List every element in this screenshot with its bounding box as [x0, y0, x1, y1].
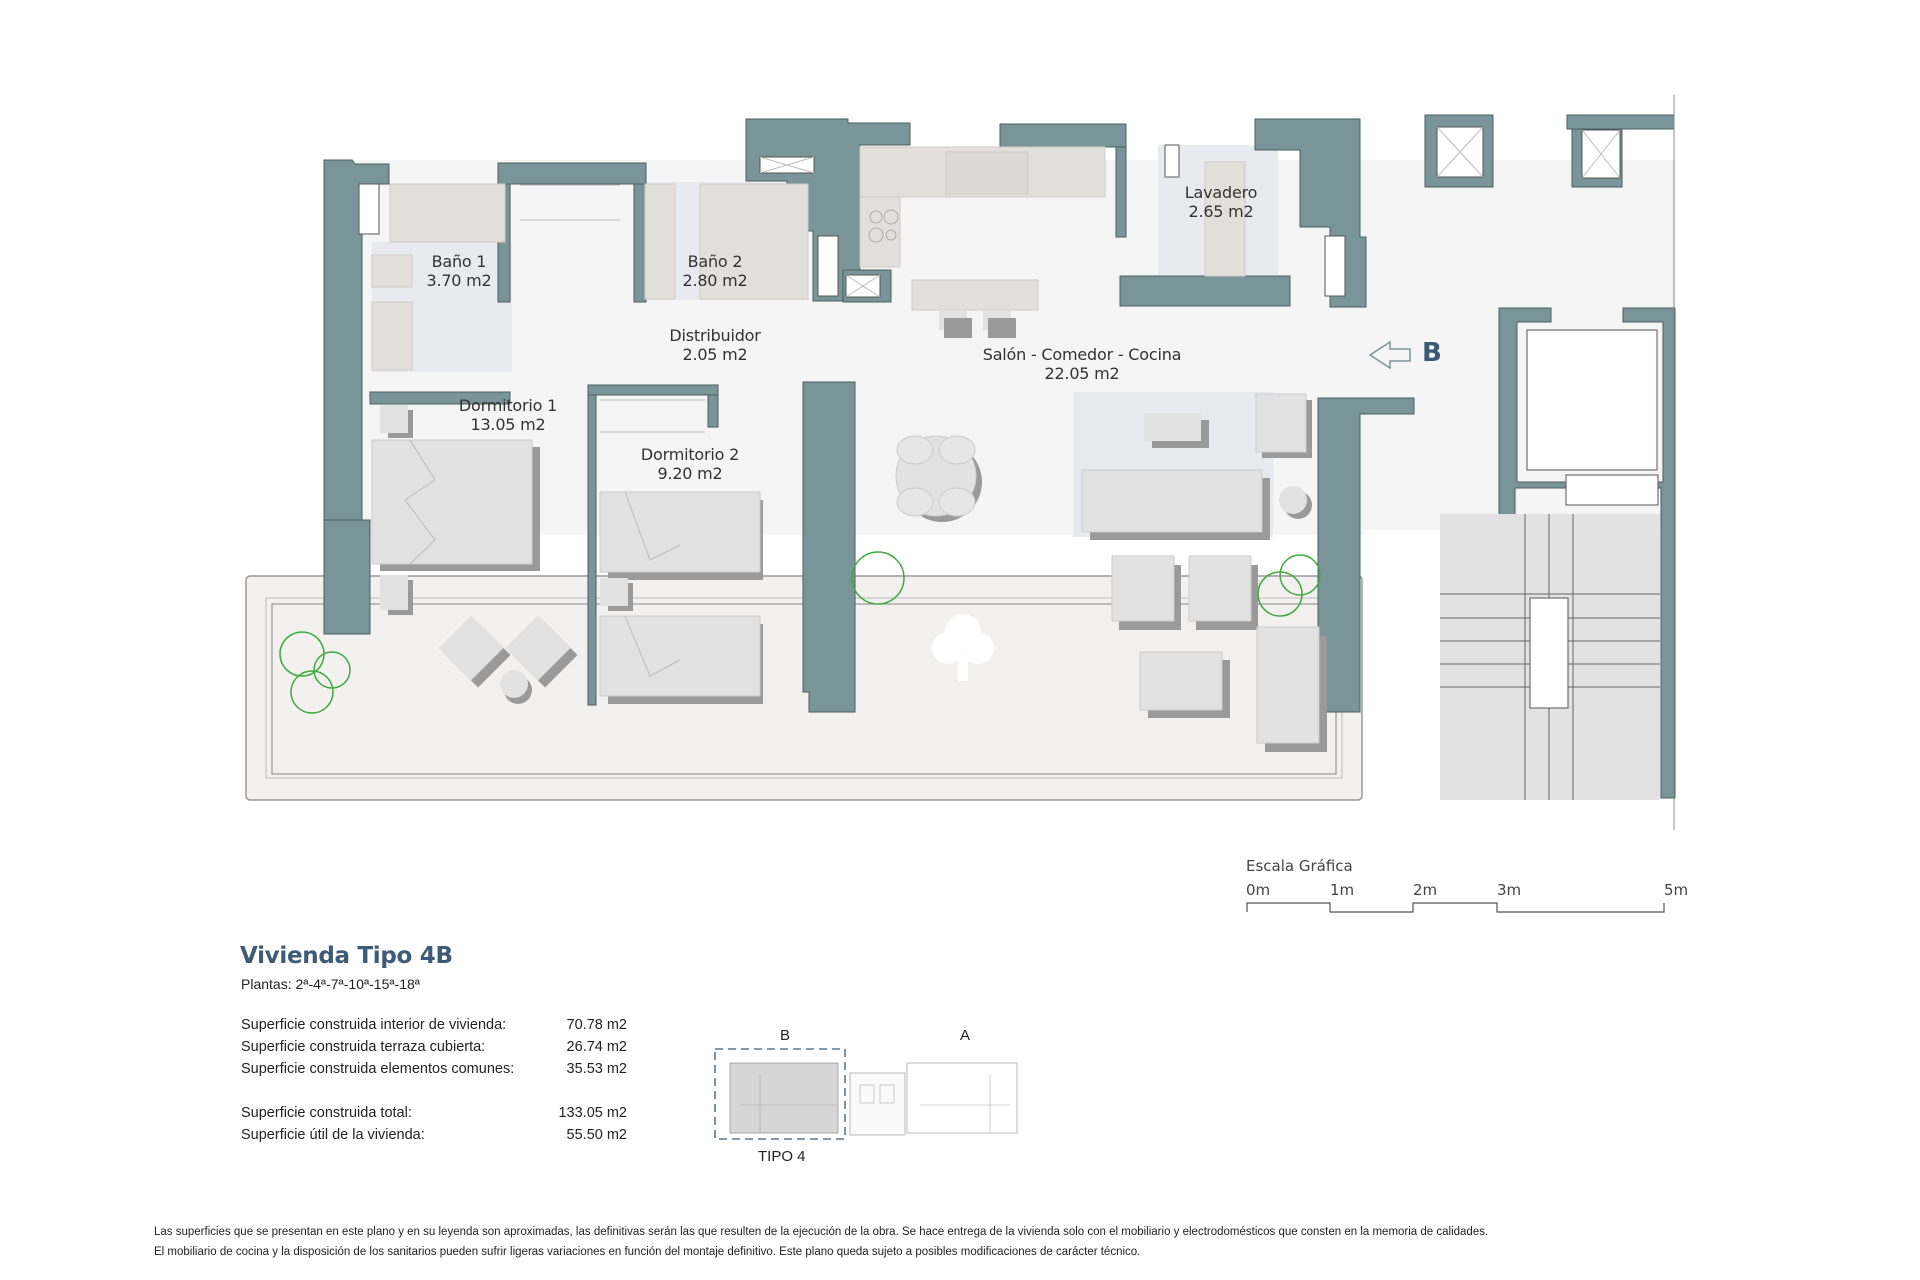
tree-watermark [932, 614, 994, 681]
entry-arrow-icon [1368, 340, 1411, 370]
area-row: Superficie construida elementos comunes:… [241, 1058, 627, 1080]
scale-tick-3: 3m [1497, 881, 1522, 899]
bar-stools [939, 310, 1016, 338]
room-area: 3.70 m2 [426, 271, 492, 290]
scale-tick-0: 0m [1246, 881, 1271, 899]
room-area: 13.05 m2 [470, 415, 546, 434]
area-value: 70.78 m2 [566, 1017, 627, 1033]
sofa-set [1081, 393, 1312, 540]
wardrobes [520, 184, 705, 433]
scale-bar [1246, 902, 1665, 913]
lounge-chairs [438, 615, 578, 704]
room-area: 2.65 m2 [1188, 202, 1254, 221]
room-area: 22.05 m2 [1044, 364, 1120, 383]
area-value: 26.74 m2 [566, 1039, 627, 1055]
beds [371, 405, 763, 704]
room-area: 2.80 m2 [682, 271, 748, 290]
floors-list: Plantas: 2ª-4ª-7ª-10ª-15ª-18ª [241, 976, 420, 992]
area-label: Superficie construida interior de vivien… [241, 1017, 507, 1033]
dining-table [895, 435, 982, 522]
scale-tick-5: 5m [1664, 881, 1689, 899]
area-row: Superficie construida interior de vivien… [241, 1014, 627, 1036]
room-dormitorio-2: Dormitorio 2 9.20 m2 [641, 445, 739, 483]
area-row: Superficie construida total: 133.05 m2 [241, 1102, 627, 1124]
staircase [1440, 514, 1660, 800]
room-name: Baño 2 [687, 252, 743, 271]
scale-title: Escala Gráfica [1246, 857, 1353, 875]
floor-plan [245, 95, 1676, 830]
room-salon-comedor-cocina: Salón - Comedor - Cocina 22.05 m2 [983, 345, 1182, 383]
room-dormitorio-1: Dormitorio 1 13.05 m2 [459, 396, 557, 434]
area-label: Superficie construida terraza cubierta: [241, 1039, 486, 1055]
disclaimer-line-1: Las superficies que se presentan en este… [154, 1226, 1489, 1238]
key-plan-caption: TIPO 4 [758, 1148, 806, 1165]
area-label: Superficie construida elementos comunes: [241, 1061, 515, 1077]
room-name: Distribuidor [669, 326, 761, 345]
room-bano-2: Baño 2 2.80 m2 [682, 252, 747, 290]
key-plan [714, 1048, 1018, 1140]
area-value: 55.50 m2 [566, 1127, 627, 1143]
page-title: Vivienda Tipo 4B [240, 943, 453, 969]
room-name: Baño 1 [431, 252, 487, 271]
key-plan-label-b: B [780, 1027, 791, 1044]
room-name: Salón - Comedor - Cocina [982, 345, 1182, 364]
outdoor-furniture [1111, 555, 1327, 752]
area-row: Superficie útil de la vivienda: 55.50 m2 [241, 1124, 627, 1146]
area-value: 35.53 m2 [566, 1061, 627, 1077]
cooktop-icon [868, 209, 899, 243]
disclaimer-line-2: El mobiliario de cocina y la disposición… [154, 1246, 1141, 1258]
room-name: Dormitorio 2 [640, 445, 740, 464]
scale-tick-2: 2m [1413, 881, 1438, 899]
area-row: Superficie construida terraza cubierta: … [241, 1036, 627, 1058]
room-distribuidor: Distribuidor 2.05 m2 [669, 326, 760, 364]
disclaimer: Las superficies que se presentan en este… [154, 1222, 1794, 1262]
room-area: 2.05 m2 [682, 345, 748, 364]
kitchen-counters [371, 146, 1246, 371]
area-value: 133.05 m2 [558, 1105, 627, 1121]
shaft-crosses [759, 126, 1621, 298]
room-name: Dormitorio 1 [458, 396, 558, 415]
room-area: 9.20 m2 [657, 464, 723, 483]
area-table: Superficie construida interior de vivien… [241, 1014, 627, 1146]
scale-tick-1: 1m [1330, 881, 1355, 899]
key-plan-label-a: A [960, 1027, 971, 1044]
area-label: Superficie útil de la vivienda: [241, 1127, 425, 1143]
plants [279, 551, 1321, 714]
room-bano-1: Baño 1 3.70 m2 [426, 252, 491, 290]
entry-marker: B [1422, 338, 1442, 368]
room-lavadero: Lavadero 2.65 m2 [1184, 183, 1258, 221]
area-label: Superficie construida total: [241, 1105, 412, 1121]
room-name: Lavadero [1184, 183, 1258, 202]
